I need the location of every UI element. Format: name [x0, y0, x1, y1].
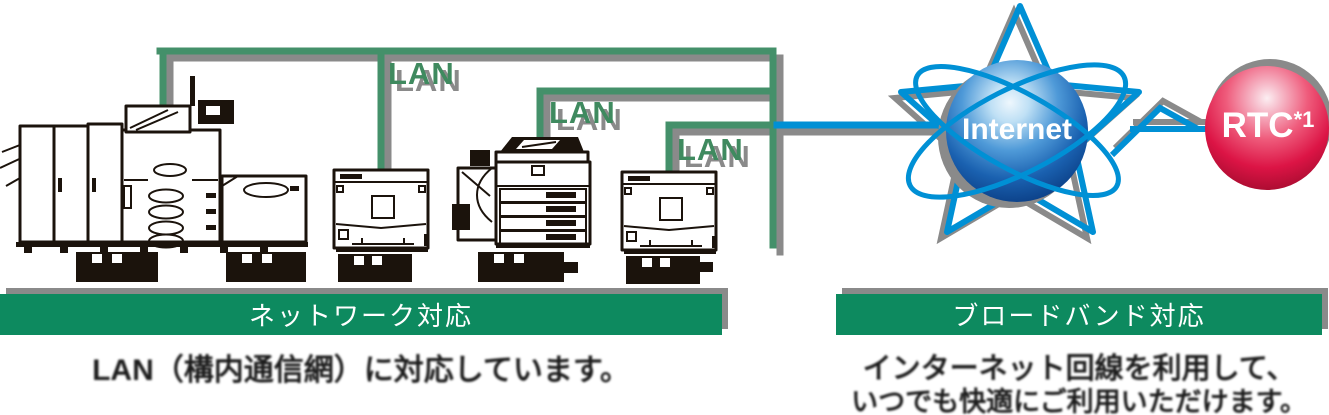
rtc-sphere-icon: [1205, 66, 1329, 190]
rtc-label: RTC*1: [1212, 106, 1324, 146]
broadband-caption-line1: インターネット回線を利用して、: [862, 353, 1296, 385]
network-caption: LAN（構内通信網）に対応しています。: [92, 354, 630, 387]
lan-lines-shadow: [163, 54, 784, 256]
rtc-footnote-mark: *1: [1293, 107, 1315, 132]
network-banner: ネットワーク対応: [0, 294, 722, 335]
mfp-copier-icon: [452, 137, 592, 282]
rtc-label-text: RTC: [1221, 106, 1294, 145]
desktop-printer-icon: [620, 170, 719, 286]
lan-label-2: LAN: [549, 95, 616, 130]
lan-label-1: LAN: [388, 56, 455, 91]
broadband-banner: ブロードバンド対応: [836, 294, 1322, 335]
internet-orbits: [905, 62, 1129, 200]
internet-globe-icon: [946, 60, 1088, 202]
rtc-line: [1109, 104, 1213, 158]
broadband-caption-line2: いつでも快適にご利用いただけます。: [851, 387, 1307, 415]
desktop-printer-icon: [332, 168, 431, 284]
internet-label: Internet: [961, 113, 1072, 146]
lan-lines: [156, 47, 777, 249]
production-printer-icon: [0, 76, 308, 282]
lan-label-3: LAN: [677, 132, 744, 167]
